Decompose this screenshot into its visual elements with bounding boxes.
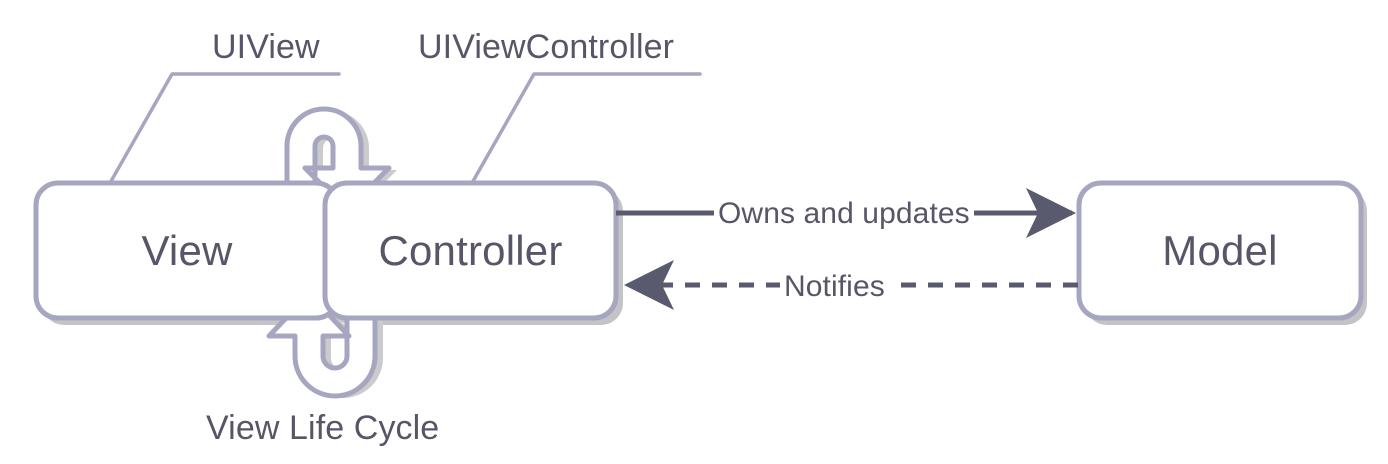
- uiviewcontroller-callout-leader: [470, 72, 702, 185]
- uiview-callout-leader: [108, 72, 341, 185]
- model-box[interactable]: [1076, 180, 1364, 321]
- owns-and-updates-edge-label: Owns and updates: [714, 197, 974, 231]
- view-life-cycle-annotation-label: View Life Cycle: [206, 409, 440, 447]
- uiview-annotation-label: UIView: [212, 28, 320, 66]
- uiviewcontroller-annotation-label: UIViewController: [418, 28, 675, 66]
- notifies-edge-label: Notifies: [780, 270, 889, 304]
